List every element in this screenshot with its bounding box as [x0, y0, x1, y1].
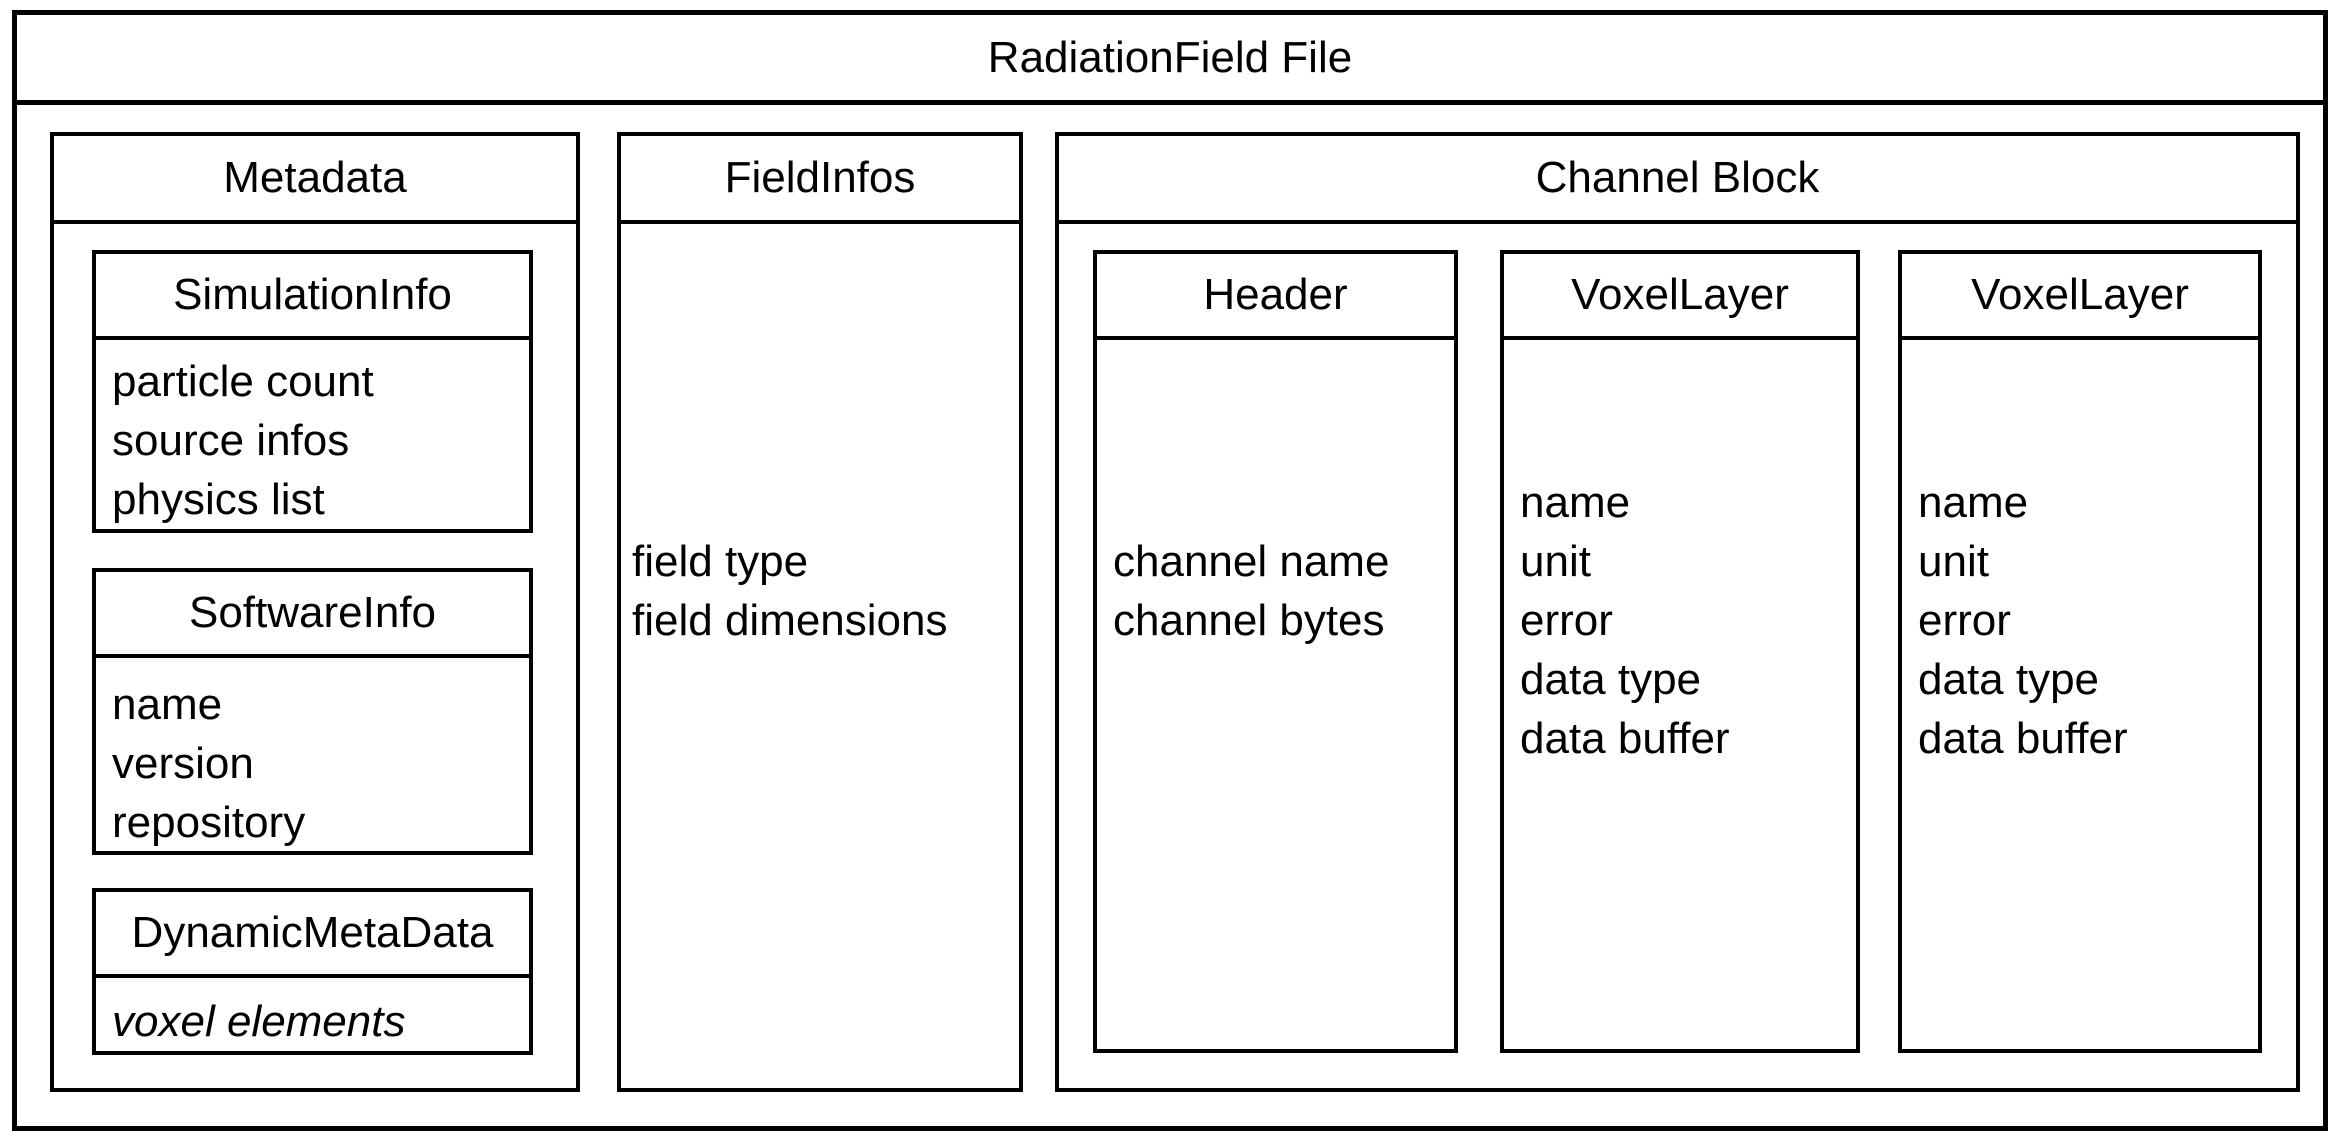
- voxel-layer-1-box: VoxelLayer name unit error data type dat…: [1500, 250, 1860, 1053]
- field-row: error: [1520, 596, 1613, 645]
- radiationfield-file-box: RadiationField File Metadata SimulationI…: [12, 10, 2328, 1131]
- field-row: field type: [632, 537, 809, 586]
- header-box: Header channel name channel bytes: [1093, 250, 1458, 1053]
- channel-block-title: Channel Block: [1059, 136, 2296, 224]
- field-infos-box: FieldInfos field type field dimensions: [617, 132, 1023, 1092]
- field-row: particle count: [112, 357, 374, 406]
- field-row: repository: [112, 798, 306, 847]
- field-row: channel name: [1113, 537, 1390, 586]
- field-row: unit: [1918, 537, 1989, 586]
- field-row: voxel elements: [112, 997, 406, 1046]
- dynamic-meta-data-box: DynamicMetaData voxel elements: [92, 888, 533, 1055]
- field-row: physics list: [112, 475, 325, 524]
- field-row: unit: [1520, 537, 1591, 586]
- voxel-layer-1-items: name unit error data type data buffer: [1520, 473, 1730, 768]
- field-row: channel bytes: [1113, 596, 1385, 645]
- simulation-info-items: particle count source infos physics list: [112, 352, 374, 529]
- dynamic-meta-data-title: DynamicMetaData: [96, 892, 529, 978]
- header-title: Header: [1097, 254, 1454, 340]
- channel-block-box: Channel Block Header channel name channe…: [1055, 132, 2300, 1092]
- metadata-box: Metadata SimulationInfo particle count s…: [50, 132, 580, 1092]
- field-row: field dimensions: [632, 596, 948, 645]
- field-row: name: [1918, 478, 2029, 527]
- software-info-items: name version repository: [112, 675, 305, 852]
- field-row: data buffer: [1520, 714, 1730, 763]
- field-row: data buffer: [1918, 714, 2128, 763]
- voxel-layer-1-title: VoxelLayer: [1504, 254, 1856, 340]
- software-info-box: SoftwareInfo name version repository: [92, 568, 533, 855]
- metadata-title: Metadata: [54, 136, 576, 224]
- field-row: data type: [1520, 655, 1702, 704]
- field-row: name: [112, 680, 223, 729]
- simulation-info-title: SimulationInfo: [96, 254, 529, 340]
- field-row: name: [1520, 478, 1631, 527]
- voxel-layer-2-items: name unit error data type data buffer: [1918, 473, 2128, 768]
- field-infos-items: field type field dimensions: [632, 532, 948, 650]
- dynamic-meta-data-items: voxel elements: [112, 992, 405, 1051]
- file-title: RadiationField File: [17, 15, 2323, 105]
- field-row: version: [112, 739, 254, 788]
- field-row: source infos: [112, 416, 350, 465]
- simulation-info-box: SimulationInfo particle count source inf…: [92, 250, 533, 533]
- field-row: error: [1918, 596, 2011, 645]
- field-infos-title: FieldInfos: [621, 136, 1019, 224]
- voxel-layer-2-title: VoxelLayer: [1902, 254, 2258, 340]
- software-info-title: SoftwareInfo: [96, 572, 529, 658]
- voxel-layer-2-box: VoxelLayer name unit error data type dat…: [1898, 250, 2262, 1053]
- field-row: data type: [1918, 655, 2100, 704]
- header-items: channel name channel bytes: [1113, 532, 1389, 650]
